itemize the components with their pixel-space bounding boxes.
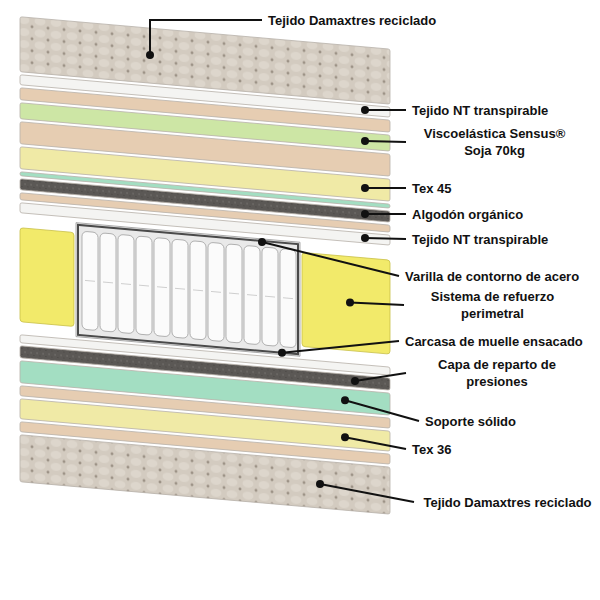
pocket-seam <box>283 297 293 299</box>
part-label: Sistema de refuerzo perimetral <box>410 288 575 322</box>
leader-line <box>365 187 406 189</box>
leader-line <box>365 109 406 111</box>
spring-pocket <box>118 234 134 333</box>
leader-dot <box>361 137 369 145</box>
part-label: Tex 36 <box>412 441 452 458</box>
part-label: Tejido NT transpirable <box>412 102 548 119</box>
part-label: Viscoelástica Sensus® Soja 70kg <box>412 125 577 159</box>
quilted-cover <box>20 435 390 514</box>
part-label: Soporte sólido <box>425 413 516 430</box>
leader-dot <box>278 349 286 357</box>
spring-pocket <box>244 245 260 344</box>
steel-contour-wire <box>78 225 298 354</box>
spring-pocket <box>190 241 206 340</box>
part-label: Tejido NT transpirable <box>412 231 548 248</box>
spring-pocket <box>226 244 242 343</box>
leader-dot <box>258 238 266 246</box>
leader-dot <box>346 299 354 307</box>
part-label: Tejido Damaxtres reciclado <box>268 12 436 29</box>
part-label-box: Capa de reparto de presiones <box>412 356 582 390</box>
part-label-box: Tejido NT transpirable <box>412 102 548 119</box>
part-label-box: Tejido Damaxtres reciclado <box>420 494 595 511</box>
leader-line <box>365 238 406 239</box>
leader-dot <box>316 480 324 488</box>
part-label: Carcasa de muelle ensacado <box>405 333 583 350</box>
perimeter-block <box>20 228 74 327</box>
pocket-seam <box>247 294 257 296</box>
part-label-box: Tejido Damaxtres reciclado <box>268 12 436 29</box>
mattress-layers <box>20 17 390 514</box>
pocket-seam <box>103 282 113 284</box>
pocket-seam <box>121 283 131 285</box>
pocket-seam <box>193 289 203 291</box>
part-label-box: Carcasa de muelle ensacado <box>405 333 583 350</box>
leader-dot <box>361 106 369 114</box>
part-label: Varilla de contorno de acero <box>405 268 579 285</box>
leader-dot <box>341 433 349 441</box>
part-label-box: Tejido NT transpirable <box>412 231 548 248</box>
leader-line <box>350 303 404 305</box>
leader-line <box>262 242 399 276</box>
leader-line <box>345 437 406 449</box>
leader-dot <box>361 234 369 242</box>
leader-line <box>345 400 419 421</box>
leader-line <box>355 373 406 381</box>
leader-line <box>365 213 406 215</box>
leader-dot <box>361 210 369 218</box>
pocket-seam <box>85 280 95 282</box>
pocket-seam <box>139 285 149 287</box>
leader-dot <box>351 377 359 385</box>
part-label-box: Tex 45 <box>412 180 452 197</box>
part-label-box: Varilla de contorno de acero <box>405 268 579 285</box>
part-label: Tejido Damaxtres reciclado <box>420 494 595 511</box>
part-label: Tex 45 <box>412 180 452 197</box>
leader-line <box>282 341 399 353</box>
leader-lines <box>146 20 419 502</box>
spring-pocket <box>172 239 188 338</box>
leader-line <box>365 141 406 142</box>
spring-pocket <box>280 248 296 347</box>
spring-pocket <box>154 237 170 336</box>
pocket-seam <box>211 291 221 293</box>
leader-dot <box>146 51 154 59</box>
part-label-box: Tex 36 <box>412 441 452 458</box>
pocket-seam <box>175 288 185 290</box>
leader-line <box>320 484 414 502</box>
part-label: Capa de reparto de presiones <box>412 356 582 390</box>
spring-pocket <box>136 236 152 335</box>
part-label-box: Viscoelástica Sensus® Soja 70kg <box>412 125 577 159</box>
part-label-box: Algodón orgánico <box>412 206 523 223</box>
pocket-seam <box>157 286 167 288</box>
spring-pocket <box>82 231 98 330</box>
part-label-box: Soporte sólido <box>425 413 516 430</box>
pocket-seam <box>265 296 275 298</box>
spring-pocket <box>208 242 224 341</box>
spring-pocket <box>262 247 278 346</box>
leader-dot <box>341 396 349 404</box>
leader-dot <box>361 184 369 192</box>
part-label: Algodón orgánico <box>412 206 523 223</box>
pocket-seam <box>229 293 239 295</box>
leader-line <box>150 20 262 55</box>
part-label-box: Sistema de refuerzo perimetral <box>410 288 575 322</box>
spring-pocket <box>100 233 116 332</box>
spring-core <box>20 218 390 364</box>
